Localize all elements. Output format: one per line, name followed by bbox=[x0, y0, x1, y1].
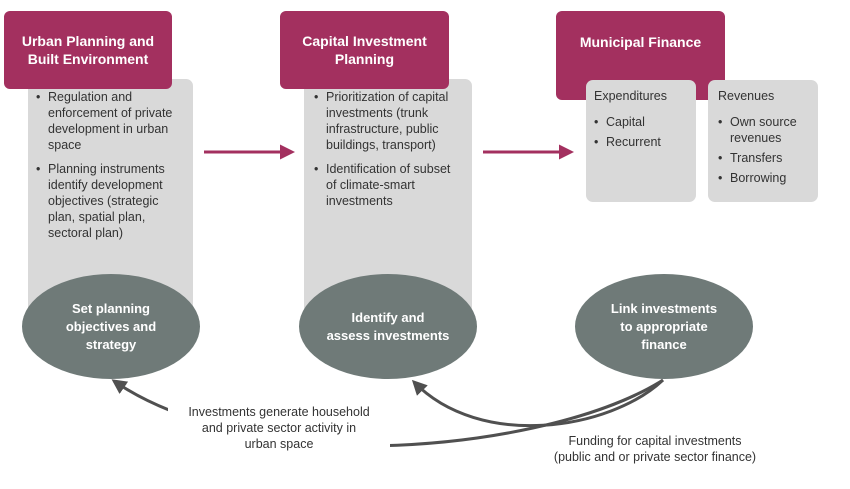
investment-step-ellipse: Identify and assess investments bbox=[299, 274, 477, 379]
planning-panel: Regulation and enforcement of private de… bbox=[28, 79, 193, 319]
bullet: Regulation and enforcement of private de… bbox=[36, 89, 185, 153]
investment-bullets: Prioritization of capital investments (t… bbox=[314, 89, 464, 209]
expenditures-panel: Expenditures Capital Recurrent bbox=[586, 80, 696, 202]
list-item: Own source revenues bbox=[718, 114, 812, 146]
investment-header: Capital Investment Planning bbox=[280, 11, 449, 89]
expenditures-list: Capital Recurrent bbox=[594, 114, 688, 150]
funding-curve bbox=[411, 378, 665, 428]
revenues-list: Own source revenues Transfers Borrowing bbox=[718, 114, 812, 186]
funding-note: Funding for capital investments (public … bbox=[540, 433, 770, 465]
list-item: Borrowing bbox=[718, 170, 812, 186]
bullet: Planning instruments identify developmen… bbox=[36, 161, 185, 241]
planning-bullets: Regulation and enforcement of private de… bbox=[36, 89, 185, 241]
bullet: Identification of subset of climate-smar… bbox=[314, 161, 464, 209]
expenditures-title: Expenditures bbox=[594, 89, 667, 103]
bullet: Prioritization of capital investments (t… bbox=[314, 89, 464, 153]
planning-header: Urban Planning and Built Environment bbox=[4, 11, 172, 89]
list-item: Capital bbox=[594, 114, 688, 130]
planning-step-ellipse: Set planning objectives and strategy bbox=[22, 274, 200, 379]
list-item: Transfers bbox=[718, 150, 812, 166]
list-item: Recurrent bbox=[594, 134, 688, 150]
revenues-title: Revenues bbox=[718, 89, 775, 103]
revenues-panel: Revenues Own source revenues Transfers B… bbox=[708, 80, 818, 202]
activity-note: Investments generate household and priva… bbox=[168, 404, 390, 452]
finance-step-ellipse: Link investments to appropriate finance bbox=[575, 274, 753, 379]
